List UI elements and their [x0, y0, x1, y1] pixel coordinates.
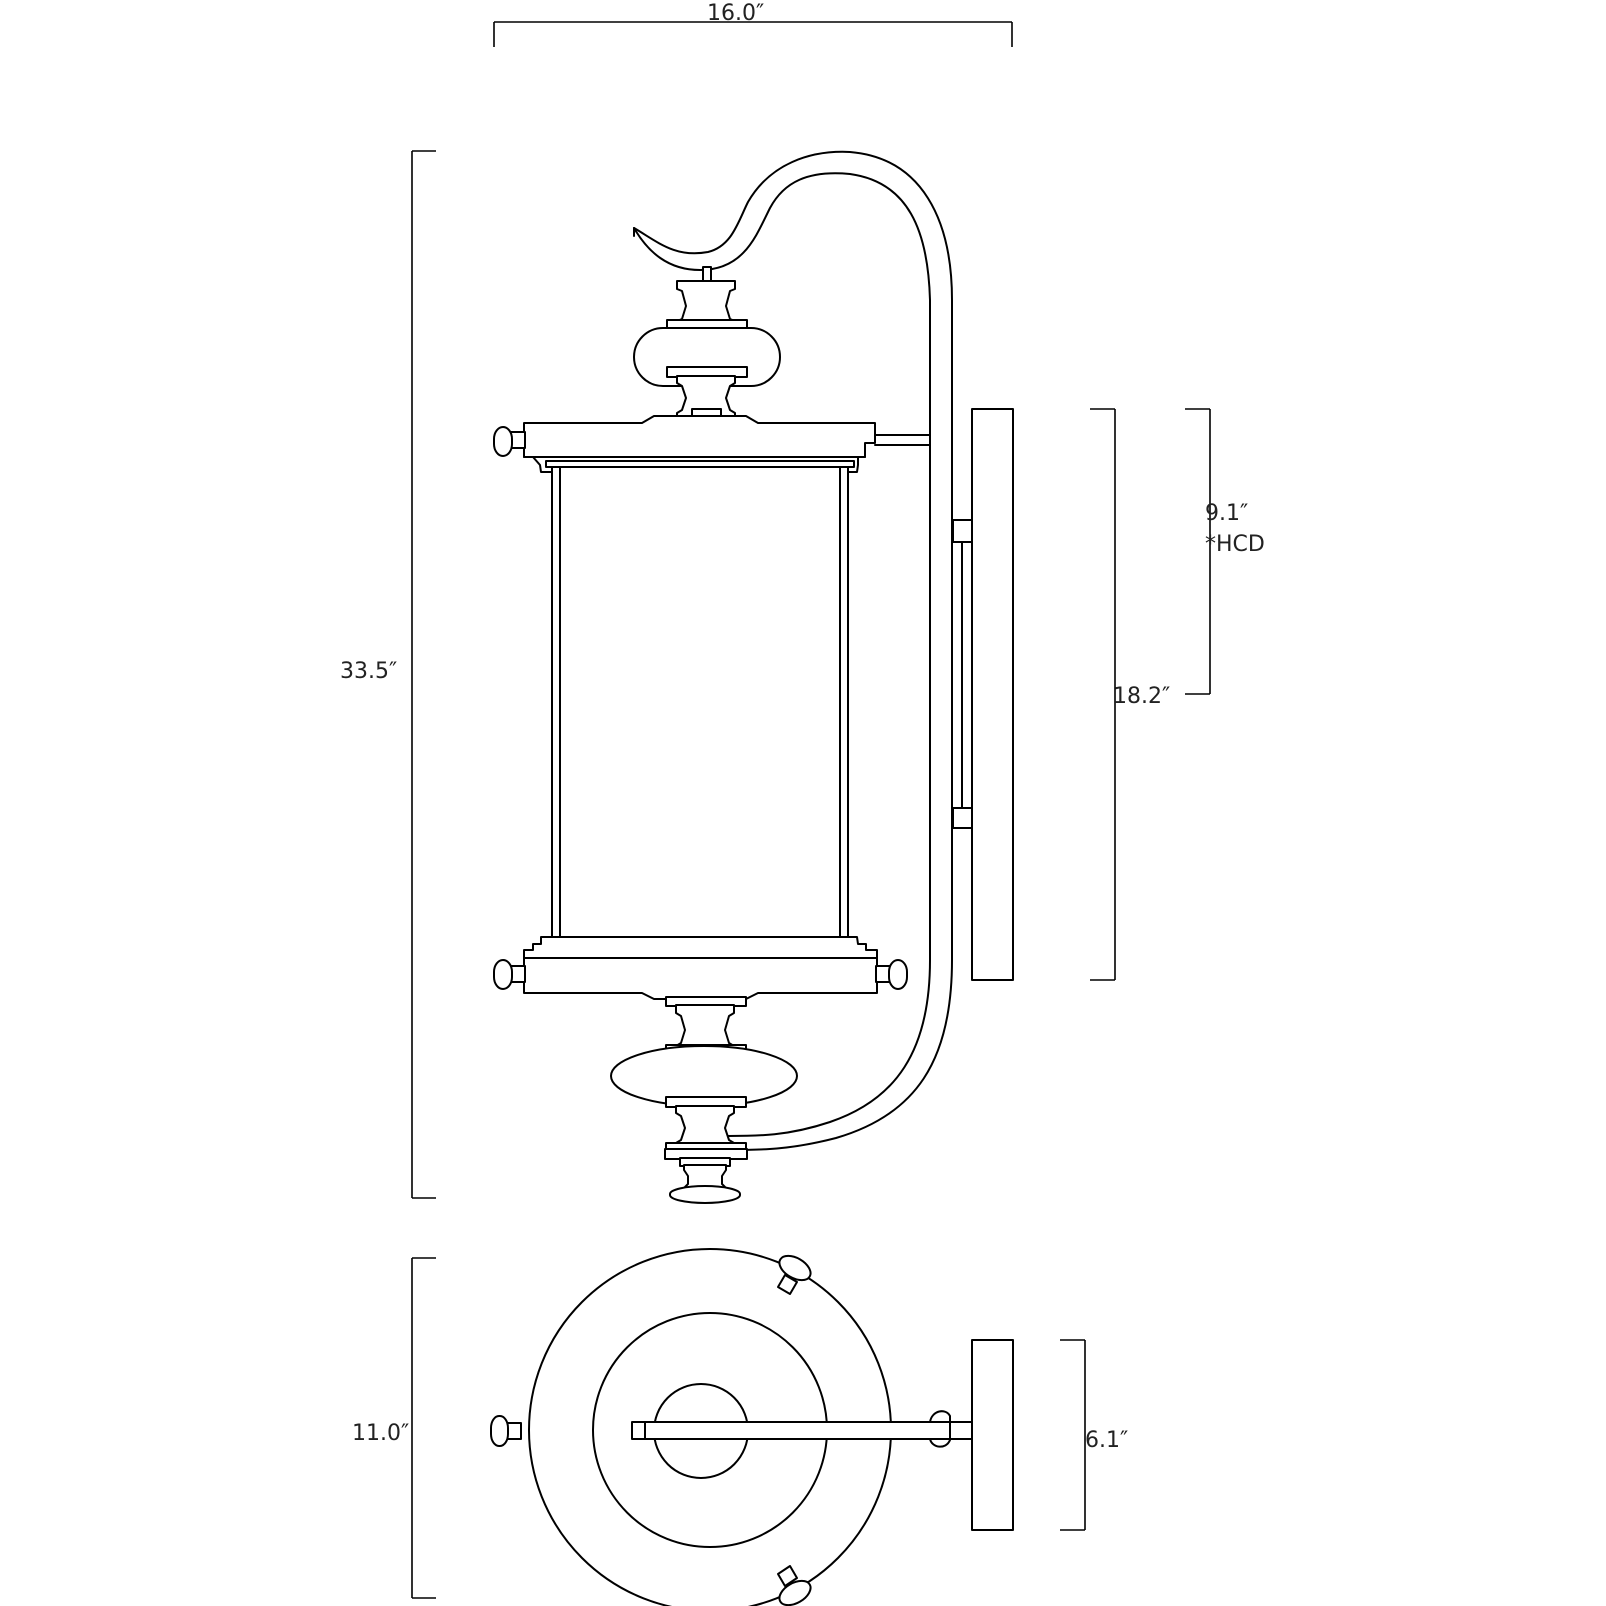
depth-label: 11.0″: [352, 1421, 409, 1446]
top-finial: [633, 266, 781, 421]
hcd-label: *HCD: [1205, 532, 1265, 557]
bottom-left-knob: [493, 959, 526, 990]
backplate-height-label: 18.2″: [1113, 684, 1170, 709]
bottom-cap: [523, 936, 878, 1000]
top-view-backplate: [971, 1339, 1014, 1531]
top-cap: [523, 415, 931, 473]
depth-dimension: 11.0″: [352, 1257, 436, 1599]
backplate-width-dimension: 6.1″: [1060, 1339, 1128, 1531]
top-view-left-knob: [490, 1415, 522, 1447]
top-view-upper-knob: [777, 1254, 812, 1295]
height-label: 33.5″: [340, 659, 397, 684]
width-dimension: 16.0″: [493, 1, 1013, 47]
bottom-right-knob: [875, 959, 908, 990]
height-dimension: 33.5″: [340, 150, 436, 1199]
top-left-knob: [493, 426, 526, 457]
bottom-finial: [610, 996, 798, 1204]
hcd-dimension: 9.1″ *HCD: [1185, 408, 1265, 695]
width-label: 16.0″: [707, 1, 764, 26]
side-view: [493, 150, 1014, 1204]
top-view: [490, 1248, 1014, 1606]
backplate-mounts: [952, 519, 973, 829]
backplate-height-dimension: 18.2″: [1090, 408, 1170, 981]
hcd-value-label: 9.1″: [1205, 501, 1248, 526]
glass-shade: [545, 460, 855, 951]
backplate-width-label: 6.1″: [1085, 1428, 1128, 1453]
top-view-lower-knob: [777, 1565, 812, 1606]
wall-backplate: [971, 408, 1014, 981]
